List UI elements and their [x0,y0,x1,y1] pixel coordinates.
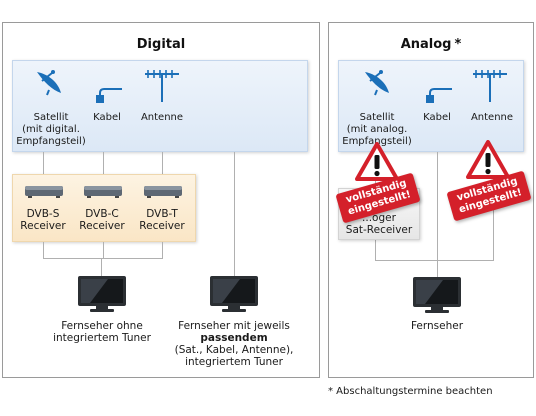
digital-line-sat [43,152,44,174]
analog-line-horiz [375,260,494,261]
warning-icon [355,142,399,182]
satellite-dish-icon [34,68,64,96]
warning-icon [466,140,510,180]
digital-line-rcv-horiz [43,258,163,259]
tv-with-tuner-prefix: Fernseher mit jeweils [178,320,290,332]
tv-without-tuner-label: Fernseher ohne integriertem Tuner [53,320,151,344]
analog-antenna-label: Antenne [470,112,514,123]
receiver-label-dvbc: DVB-C Receiver [79,208,125,232]
receiver-box-icon [84,184,122,198]
analog-title-text: Analog [400,37,452,52]
analog-line-rcv [375,240,376,260]
analog-tv-label: Fernseher [410,320,464,332]
analog-satellite-label: Satellit (mit analog. Empfangsteil) [342,112,412,147]
analog-title-marker: * [454,37,462,52]
digital-satellite-label: Satellit (mit digital. Empfangsteil) [16,112,86,147]
digital-line-rcv2 [103,242,104,258]
digital-title: Digital [136,37,186,52]
analog-line-cable [437,152,438,260]
digital-line-tv1-vert [101,258,102,276]
digital-cable-label: Kabel [93,112,121,123]
analog-title: Analog* [328,37,534,52]
tv-monitor-icon [78,276,126,312]
digital-line-tv2-vert [234,152,235,276]
digital-line-ant [162,152,163,174]
digital-receivers-box [12,174,196,242]
digital-antenna-label: Antenne [140,112,184,123]
antenna-icon [144,70,180,102]
receiver-label-dvbs: DVB-S Receiver [20,208,66,232]
tv-monitor-icon [210,276,258,312]
receiver-box-icon [25,184,63,198]
digital-line-rcv3 [162,242,163,258]
cable-plug-icon [96,86,122,104]
digital-line-cable [103,152,104,174]
tv-monitor-icon [413,277,461,313]
antenna-icon [472,70,508,102]
tv-with-tuner-label: Fernseher mit jeweils passendem (Sat., K… [164,320,304,368]
analog-line-tv [437,260,438,278]
digital-line-rcv1 [43,242,44,258]
footnote: * Abschaltungstermine beachten [328,386,493,397]
tv-with-tuner-bold: passendem [200,332,268,344]
analog-cable-label: Kabel [423,112,451,123]
cable-plug-icon [426,86,452,104]
satellite-dish-icon [362,68,392,96]
receiver-label-dvbt: DVB-T Receiver [139,208,185,232]
tv-with-tuner-suffix: (Sat., Kabel, Antenne), integriertem Tun… [174,344,294,368]
receiver-box-icon [144,184,182,198]
